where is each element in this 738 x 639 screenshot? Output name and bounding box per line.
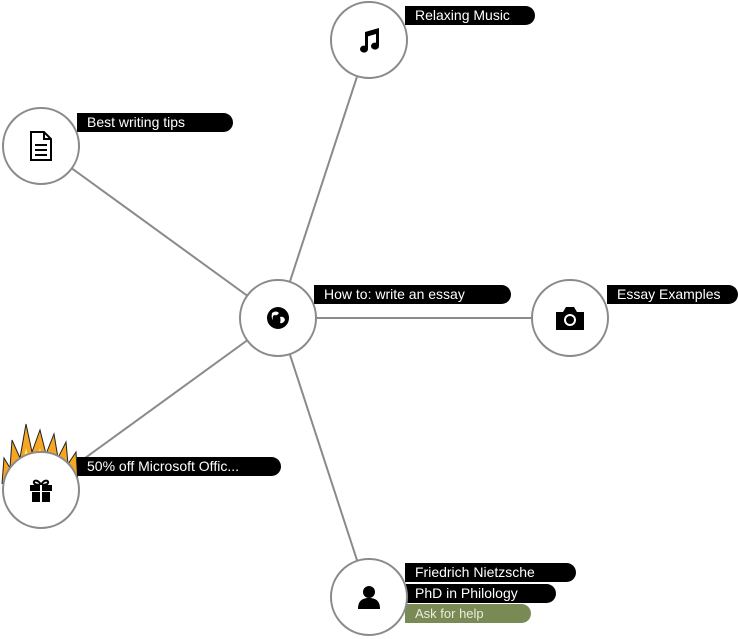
music-note-icon [360, 28, 380, 53]
document-icon [30, 131, 52, 161]
music-node[interactable] [330, 1, 408, 79]
center-node[interactable] [239, 279, 317, 357]
music-label[interactable]: Relaxing Music [405, 6, 535, 25]
examples-node[interactable] [531, 279, 609, 357]
center-label[interactable]: How to: write an essay [314, 285, 511, 304]
expert-node[interactable] [330, 558, 408, 636]
ask-for-help-button[interactable]: Ask for help [405, 604, 531, 623]
gift-icon [30, 479, 52, 502]
edge-center-expert [277, 317, 370, 598]
globe-icon [267, 307, 289, 329]
expert-name[interactable]: Friedrich Nietzsche [405, 563, 576, 582]
writing-node[interactable] [2, 107, 80, 185]
expert-title: PhD in Philology [405, 584, 556, 603]
offer-node[interactable] [2, 451, 80, 529]
camera-icon [556, 307, 584, 330]
edge-center-music [277, 39, 370, 319]
edge-center-writing [40, 145, 279, 319]
offer-label[interactable]: 50% off Microsoft Offic... [77, 457, 281, 476]
examples-label[interactable]: Essay Examples [607, 285, 738, 304]
user-icon [358, 586, 380, 609]
writing-label[interactable]: Best writing tips [77, 113, 233, 132]
